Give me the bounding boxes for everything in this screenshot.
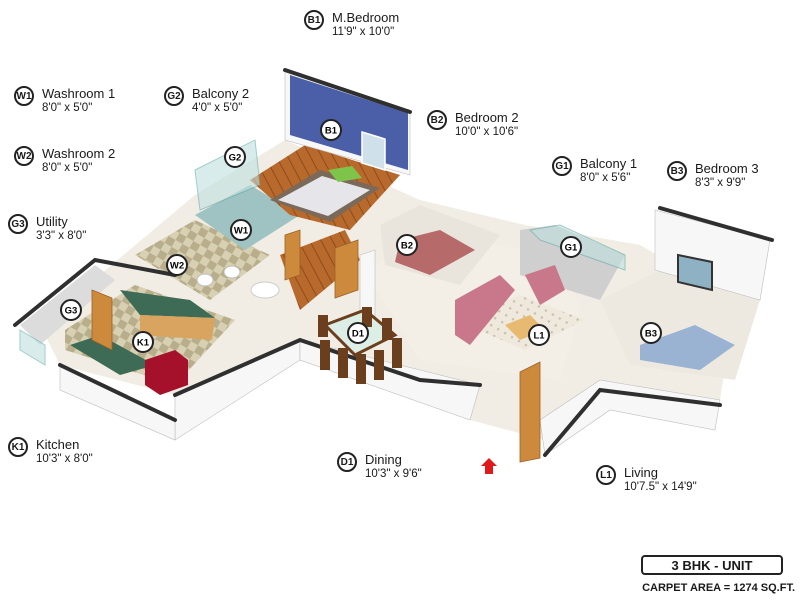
svg-text:G1: G1 <box>565 243 578 254</box>
kitchen-cabinet <box>140 315 215 340</box>
legend-code: B3 <box>667 161 687 181</box>
room-marker: W1 <box>230 219 252 241</box>
legend-code: G1 <box>552 156 572 176</box>
kitchen-counter-lower <box>70 335 155 375</box>
bedroom-3-window <box>677 253 713 292</box>
master-bed-linen <box>278 176 370 216</box>
legend-name: M.Bedroom <box>332 10 400 25</box>
svg-text:W2: W2 <box>170 261 184 272</box>
room-marker: B3 <box>640 322 662 344</box>
legend-name: Balcony 2 <box>192 86 250 101</box>
dining-chairs <box>318 307 402 384</box>
legend-code: W2 <box>14 146 34 166</box>
svg-text:B2: B2 <box>401 241 413 252</box>
room-marker: G3 <box>60 299 82 321</box>
unit-type-label: 3 BHK - UNIT <box>641 555 783 575</box>
room-marker: K1 <box>132 331 154 353</box>
legend-code: B2 <box>427 110 447 130</box>
toilet-w2-b <box>223 265 241 279</box>
doors <box>91 229 541 463</box>
bedroom-3-bed <box>640 325 735 370</box>
room-marker: D1 <box>347 322 369 344</box>
svg-text:G3: G3 <box>65 306 78 317</box>
room-marker: G1 <box>560 236 582 258</box>
fridge <box>145 350 188 395</box>
legend-dims: 8'3" x 9'9" <box>695 177 746 189</box>
room-marker: G2 <box>224 146 246 168</box>
legend-name: Balcony 1 <box>580 156 638 171</box>
legend-code: D1 <box>337 452 357 472</box>
legend-dims: 10'3" x 9'6" <box>365 468 422 480</box>
legend-dims: 4'0" x 5'0" <box>192 102 243 114</box>
master-bed-pillows <box>328 166 362 182</box>
legend-dims: 8'0" x 5'0" <box>42 162 93 174</box>
legend-code: G3 <box>8 214 28 234</box>
room-marker: L1 <box>528 324 550 346</box>
room-marker: W2 <box>166 254 188 276</box>
legend-dims: 10'3" x 8'0" <box>36 453 93 465</box>
washbasin <box>250 281 280 299</box>
legend-dims: 10'0" x 10'6" <box>455 126 519 138</box>
kitchen-counter <box>120 290 215 318</box>
svg-text:L1: L1 <box>533 331 545 342</box>
legend-name: Bedroom 3 <box>695 161 759 176</box>
room-markers: B1 G2 W1 W2 G3 K1 D1 B2 G1 L1 B3 <box>60 119 662 353</box>
toilet-w2 <box>196 273 214 287</box>
entrance-arrow <box>481 458 497 474</box>
legend-code: K1 <box>8 437 28 457</box>
svg-text:D1: D1 <box>352 329 365 340</box>
legend-dims: 10'7.5" x 14'9" <box>624 481 697 493</box>
svg-text:B3: B3 <box>645 329 657 340</box>
legend-name: Kitchen <box>36 437 80 452</box>
svg-text:K1: K1 <box>137 338 150 349</box>
legend-name: Washroom 2 <box>42 146 116 161</box>
living-sofa <box>455 275 515 345</box>
legend-code: W1 <box>14 86 34 106</box>
living-armchair <box>525 265 565 305</box>
legend-name: Washroom 1 <box>42 86 116 101</box>
legend-name: Dining <box>365 452 402 467</box>
legend-code: G2 <box>164 86 184 106</box>
legend-name: Utility <box>36 214 68 229</box>
legend-dims: 3'3" x 8'0" <box>36 230 87 242</box>
legend-dims: 11'9" x 10'0" <box>332 26 395 38</box>
carpet-area-label: CARPET AREA = 1274 SQ.FT. <box>642 582 795 594</box>
legend-code: L1 <box>596 465 616 485</box>
legend-name: Living <box>624 465 658 480</box>
svg-text:G2: G2 <box>229 153 242 164</box>
legend-dims: 8'0" x 5'6" <box>580 172 631 184</box>
legend-name: Bedroom 2 <box>455 110 519 125</box>
svg-text:B1: B1 <box>325 126 338 137</box>
room-marker: B2 <box>396 234 418 256</box>
master-bedroom-window <box>361 130 386 172</box>
room-marker: B1 <box>320 119 342 141</box>
svg-text:W1: W1 <box>234 226 249 237</box>
legend-code: B1 <box>304 10 324 30</box>
legend-dims: 8'0" x 5'0" <box>42 102 93 114</box>
